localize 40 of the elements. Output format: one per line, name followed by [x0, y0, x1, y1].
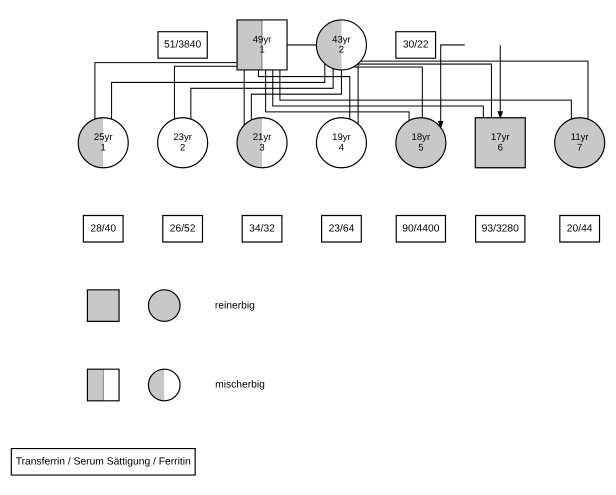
node-box: 23/64	[321, 214, 362, 243]
node-circle: 21yr 3	[236, 117, 288, 168]
connector	[244, 70, 245, 126]
node-box: 34/32	[242, 214, 282, 243]
node-circle: 25yr 1	[78, 117, 129, 168]
connector	[265, 70, 410, 121]
connector	[358, 64, 492, 118]
node-box: 30/22	[395, 31, 436, 59]
node-circle: 19yr 4	[316, 117, 368, 168]
arrow	[438, 44, 465, 130]
node-circle	[148, 289, 181, 322]
connector	[190, 68, 334, 120]
connector	[358, 64, 359, 124]
node-box: Transferrin / Serum Sättigung / Ferritin	[10, 448, 196, 476]
legend-label: mischerbig	[215, 380, 265, 391]
node-box	[86, 289, 120, 322]
node-box: 20/44	[559, 214, 600, 243]
node-box: 28/40	[82, 214, 124, 243]
node-box: 26/52	[162, 214, 204, 243]
node-circle: 11yr 7	[554, 117, 606, 168]
node-circle: 43yr 2	[316, 19, 368, 71]
connector	[258, 70, 350, 120]
connector	[272, 70, 484, 118]
arrow	[497, 45, 504, 120]
connector	[250, 70, 342, 120]
legend-label: reinerbig	[214, 300, 255, 312]
connector	[360, 60, 589, 120]
node-box: 90/4400	[396, 214, 446, 243]
connector	[279, 70, 572, 119]
node-box: 51/3840	[157, 31, 208, 59]
node-box: 93/3280	[475, 214, 526, 243]
node-box: 17yr 6	[474, 117, 526, 168]
connector	[111, 64, 326, 119]
connector	[174, 66, 237, 119]
node-circle	[148, 368, 181, 402]
node-circle: 23yr 2	[157, 117, 208, 168]
node-circle: 18yr 5	[395, 117, 446, 168]
connector	[353, 66, 423, 118]
connector	[94, 62, 238, 120]
connector	[287, 44, 316, 46]
